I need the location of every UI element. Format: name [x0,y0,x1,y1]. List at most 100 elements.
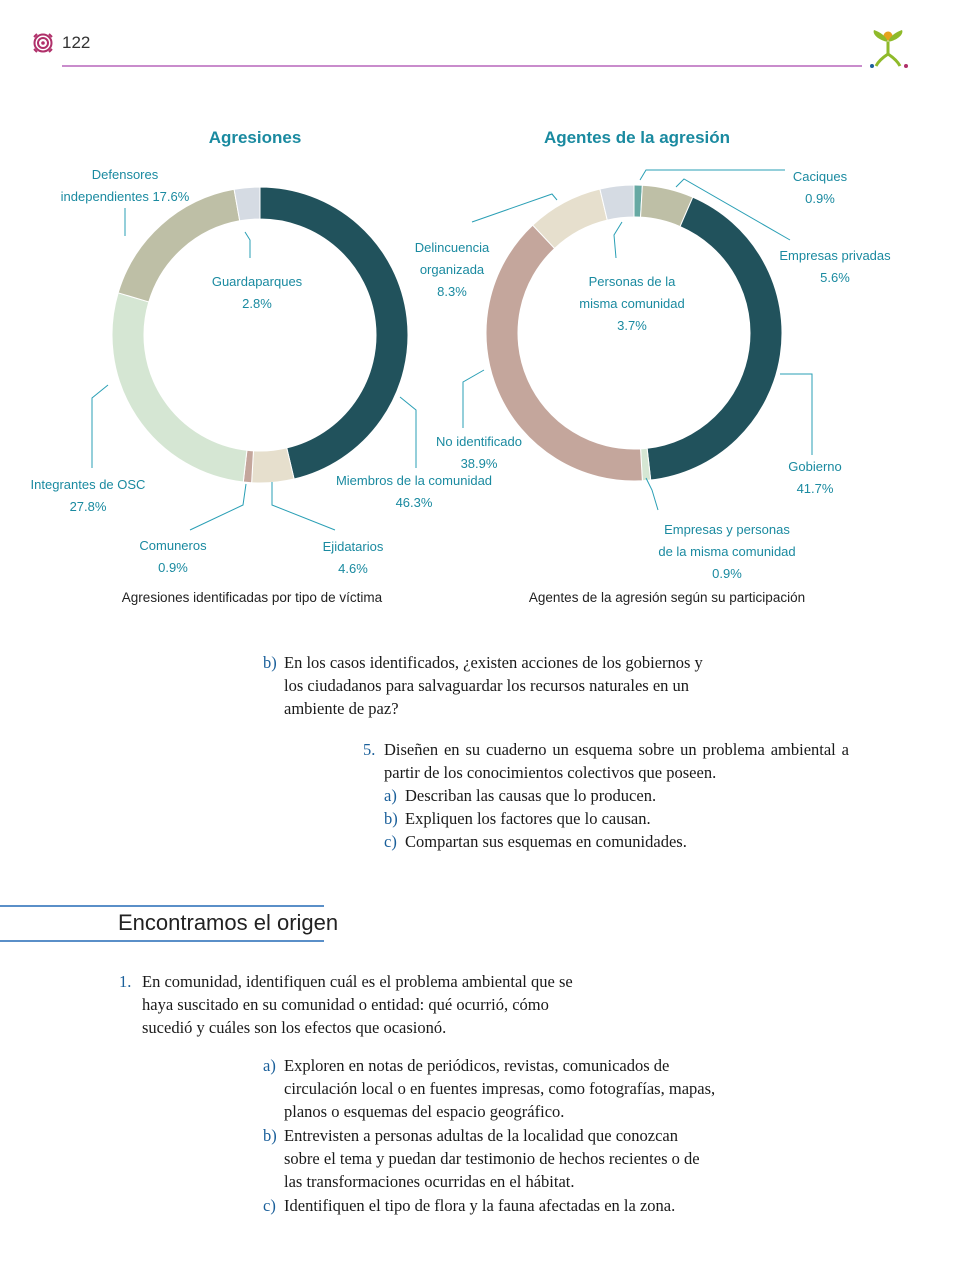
activity-5-b: b) Expliquen los factores que lo causan. [363,807,849,830]
activity-5-a-marker: a) [384,786,397,805]
activity-1-b-marker: b) [263,1126,277,1145]
flower-stamp-icon [33,33,53,53]
donut-slice-agresiones-1 [251,447,295,484]
label-personas-line1: Personas de la [588,274,676,289]
label-ejidatarios: Ejidatarios 4.6% [303,536,403,580]
leader-line-personas [613,221,623,259]
label-defensores-line1: Defensores [91,167,159,182]
donut-slice-agresiones-3 [111,292,248,483]
label-empresas-privadas: Empresas privadas 5.6% [770,245,900,289]
label-osc-line2: 27.8% [69,499,107,514]
donut-slice-agentes-6 [599,184,635,221]
label-personas-line3: 3.7% [617,318,647,333]
label-noident-line2: 38.9% [460,456,498,471]
activity-5-a: a) Describan las causas que lo producen. [363,784,849,807]
header: 122 [0,0,969,70]
leader-line-miembros [399,396,417,468]
activity-5-main: 5. Diseñen en su cuaderno un esquema sob… [363,738,849,784]
label-empper-line3: 0.9% [712,566,742,581]
label-comuneros-line1: Comuneros [139,538,207,553]
activity-1-text: En comunidad, identifiquen cuál es el pr… [142,972,573,1037]
label-ejidatarios-line2: 4.6% [338,561,368,576]
activity-1-c: c) Identifiquen el tipo de flora y la fa… [263,1194,717,1217]
label-delincuencia: Delincuencia organizada 8.3% [397,237,507,303]
activity-1-b-text: Entrevisten a personas adultas de la loc… [284,1126,700,1191]
leader-lines-agentes [462,169,813,511]
label-empresas-personas: Empresas y personas de la misma comunida… [637,519,817,585]
activity-1-a: a) Exploren en notas de periódicos, revi… [263,1054,717,1123]
label-empper-line2: de la misma comunidad [658,544,796,559]
leader-line-noident [462,369,485,428]
label-comuneros: Comuneros 0.9% [123,535,223,579]
leader-line-comuneros [189,483,247,531]
label-noident-line1: No identificado [436,434,522,449]
activity-5-c-marker: c) [384,832,397,851]
label-personas-comunidad: Personas de la misma comunidad 3.7% [562,271,702,337]
label-miembros-line1: Miembros de la comunidad [335,473,493,488]
section-rule-bottom [0,940,324,942]
activity-1-c-marker: c) [263,1196,276,1215]
label-guardaparques-line1: Guardaparques [211,274,303,289]
activity-1-a-text: Exploren en notas de periódicos, revista… [284,1056,716,1121]
activity-5-c-text: Compartan sus esquemas en comunidades. [405,832,687,851]
leader-lines-agresiones [91,208,417,531]
activity-1-b: b) Entrevisten a personas adultas de la … [263,1124,717,1193]
label-miembros: Miembros de la comunidad 46.3% [328,470,500,514]
donut-slices-agresiones [111,186,409,484]
label-defensores-line2: independientes 17.6% [60,189,190,204]
label-caciques-line2: 0.9% [805,191,835,206]
label-empper-line1: Empresas y personas [664,522,790,537]
label-defensores: Defensores independientes 17.6% [40,164,210,208]
label-gobierno: Gobierno 41.7% [770,456,860,500]
activity-5-b-text: Expliquen los factores que lo causan. [405,809,651,828]
label-delincuencia-line3: 8.3% [437,284,467,299]
label-caciques: Caciques 0.9% [775,166,865,210]
label-gobierno-line1: Gobierno [788,459,842,474]
section-title: Encontramos el origen [118,910,339,935]
activity-5-text: Diseñen en su cuaderno un esquema sobre … [384,740,849,782]
activity-1-c-text: Identifiquen el tipo de flora y la fauna… [284,1196,676,1215]
leader-line-delincuencia [471,193,558,223]
label-delincuencia-line1: Delincuencia [414,240,490,255]
caption-agresiones: Agresiones identificadas por tipo de víc… [121,590,383,605]
chart-title-agentes: Agentes de la agresión [543,128,731,147]
activity-1-a-marker: a) [263,1056,276,1075]
label-delincuencia-line2: organizada [419,262,485,277]
label-guardaparques-line2: 2.8% [242,296,272,311]
leader-line-empper [645,477,659,511]
activity-1-subitems: a) Exploren en notas de periódicos, revi… [263,1054,717,1217]
label-osc-line1: Integrantes de OSC [30,477,146,492]
sprout-figure-icon [870,30,908,68]
donut-slices-agentes [485,184,783,482]
chart-title-agresiones: Agresiones [208,128,302,147]
donut-slice-agresiones-0 [259,186,409,480]
activity-5-a-text: Describan las causas que lo producen. [405,786,657,805]
activity-5-marker: 5. [363,740,376,759]
leader-line-osc [91,384,109,468]
label-ejidatarios-line1: Ejidatarios [322,539,384,554]
leader-line-guardaparques [244,231,251,258]
label-gobierno-line2: 41.7% [796,481,834,496]
question-b-text: En los casos identificados, ¿existen acc… [284,653,703,718]
label-caciques-line1: Caciques [792,169,848,184]
label-comuneros-line2: 0.9% [158,560,188,575]
donut-slice-agentes-2 [646,196,783,481]
page-number: 122 [62,33,91,52]
leader-line-ejidatarios [271,482,336,531]
activity-1: 1. En comunidad, identifiquen cuál es el… [119,970,603,1039]
question-b-marker: b) [263,653,277,672]
label-personas-line2: misma comunidad [579,296,685,311]
leader-line-gobierno [780,373,813,455]
activity-1-marker: 1. [119,972,132,991]
leader-line-empresas [675,178,791,241]
caption-agentes: Agentes de la agresión según su particip… [528,590,806,605]
activity-5-c: c) Compartan sus esquemas en comunidades… [363,830,849,853]
leader-line-caciques [639,169,785,181]
donut-slice-agresiones-5 [233,186,261,222]
label-guardaparques: Guardaparques 2.8% [197,271,317,315]
label-no-identificado: No identificado 38.9% [419,431,539,475]
activity-5: 5. Diseñen en su cuaderno un esquema sob… [363,738,849,853]
donut-chart-agresiones [91,169,813,531]
label-miembros-line2: 46.3% [395,495,433,510]
activity-5-b-marker: b) [384,809,398,828]
